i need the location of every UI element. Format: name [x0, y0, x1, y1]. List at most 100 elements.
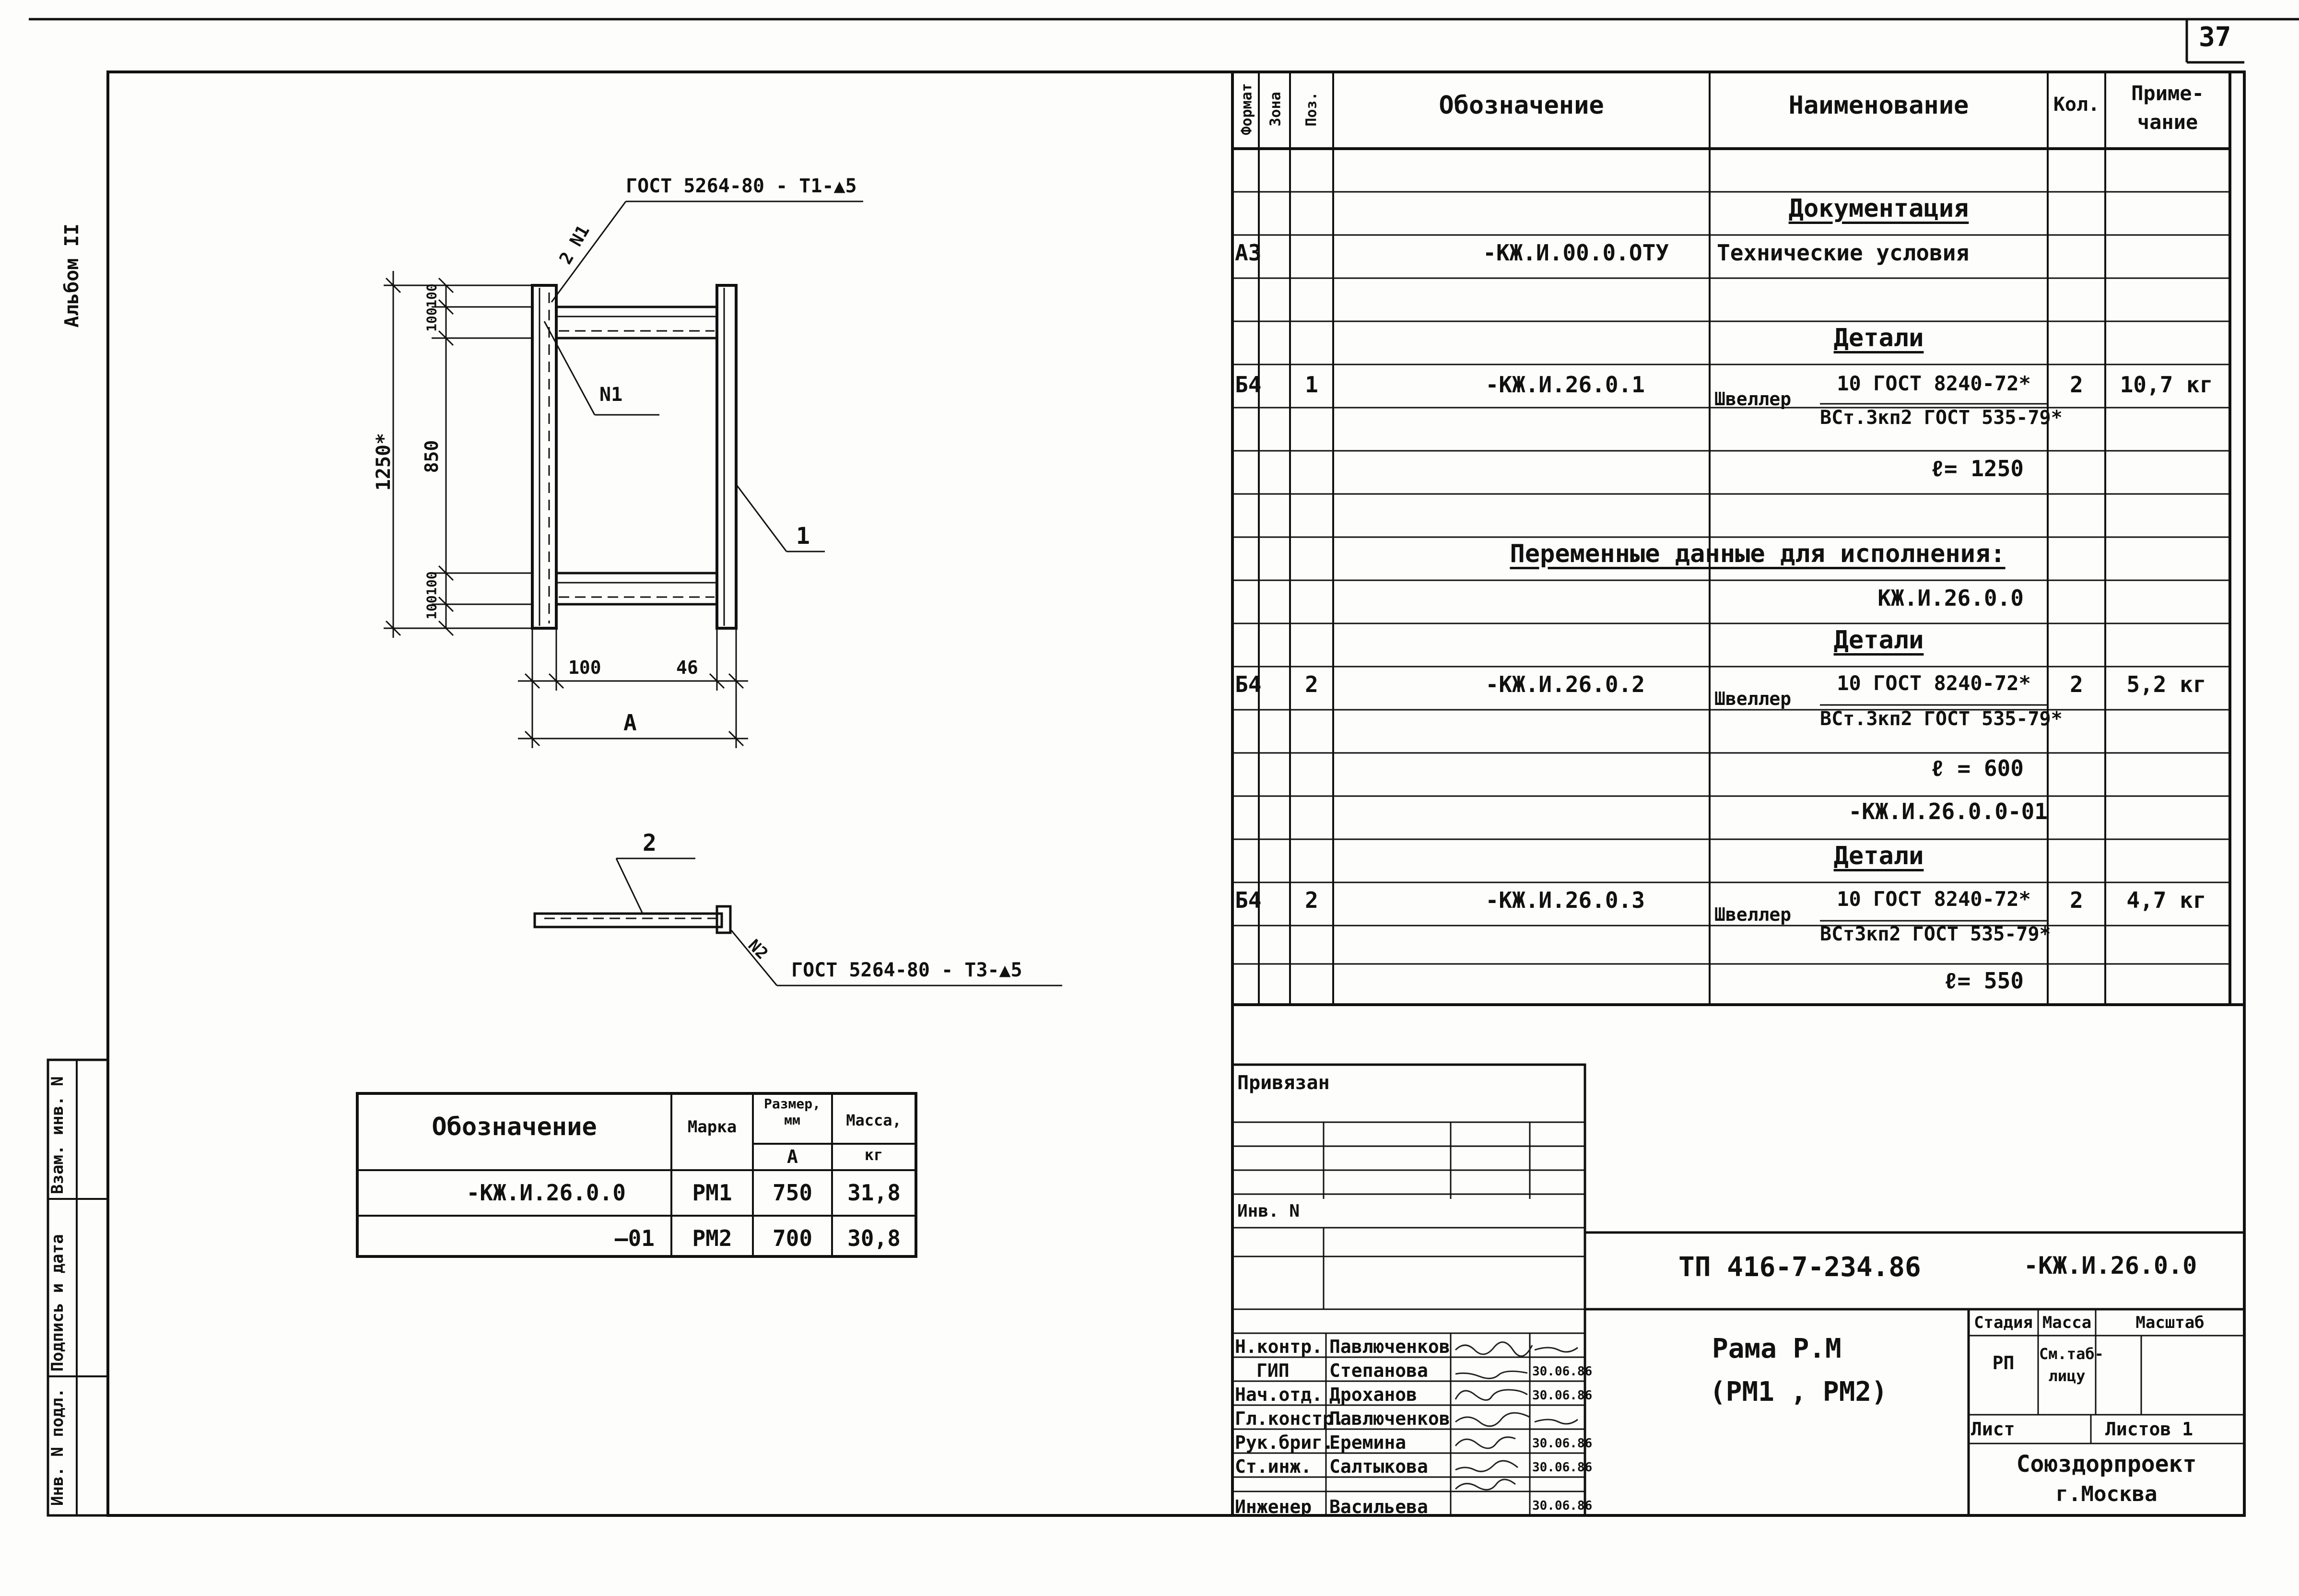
- tb-masshtab-label: Масштаб: [2135, 1313, 2205, 1332]
- spec-r1-poz: 1: [1305, 372, 1318, 398]
- spec-r2-format: Б4: [1235, 671, 1262, 697]
- tb-massa-label: Масса: [2042, 1313, 2092, 1332]
- tb-name-nach-otd: Дроханов: [1329, 1384, 1418, 1405]
- vt-row1-a: 750: [772, 1180, 813, 1206]
- dim-A: А: [623, 710, 637, 736]
- tb-stadiya-label: Стадия: [1974, 1313, 2033, 1332]
- tb-name-n-kontr: Павлюченков: [1329, 1336, 1450, 1357]
- tb-list-label: Лист: [1971, 1419, 2015, 1440]
- tb-doc: -КЖ.И.26.0.0: [2024, 1252, 2197, 1279]
- weld-mid-mark: N1: [599, 384, 623, 406]
- tb-role-gl-konstr: Гл.констр.: [1235, 1408, 1345, 1429]
- stamp-podpis-label: Подпись и дата: [48, 1234, 67, 1372]
- vt-header-razmer: Размер, мм: [763, 1096, 821, 1128]
- tb-title-2: (РМ1 , РМ2): [1710, 1376, 1888, 1408]
- tb-date-st-inzh: 30.06.86: [1532, 1460, 1593, 1475]
- vt-row1-marka: РМ1: [692, 1180, 732, 1206]
- vt-header-massa: Масса, кг: [846, 1111, 902, 1164]
- tb-title-1: Рама Р.М: [1712, 1333, 1842, 1364]
- spec-header-naim: Наименование: [1788, 91, 1969, 120]
- tb-role-st-inzh: Ст.инж.: [1235, 1456, 1312, 1477]
- spec-section-details-3: Детали: [1833, 842, 1924, 870]
- spec-header-kol: Кол.: [2053, 94, 2100, 116]
- spec-r3-length: ℓ= 550: [1944, 968, 2024, 994]
- vt-row1-massa: 31,8: [847, 1180, 901, 1206]
- tb-code: ТП 416-7-234.86: [1678, 1252, 1921, 1283]
- weld-bottom-label: ГОСТ 5264-80 - Т3-▲5: [791, 959, 1022, 981]
- spec-doc-naim: Технические условия: [1717, 240, 1970, 266]
- spec-section-details-1: Детали: [1833, 324, 1924, 352]
- spec-header-prim: Приме-чание: [2131, 82, 2204, 134]
- spec-r1-oboz: -КЖ.И.26.0.1: [1485, 372, 1645, 398]
- spec-header-oboz: Обозначение: [1439, 91, 1604, 120]
- spec-r2-name: Швеллер: [1714, 688, 1792, 709]
- spec-r3-format: Б4: [1235, 887, 1262, 913]
- vt-row2-oboz: —01: [614, 1225, 655, 1251]
- spec-r2-prim: 5,2 кг: [2126, 671, 2206, 697]
- spec-r2-oboz: -КЖ.И.26.0.2: [1485, 671, 1645, 697]
- tb-date-nach-otd: 30.06.86: [1532, 1388, 1593, 1403]
- stamp-inv-podl-label: Инв. N подл.: [48, 1388, 67, 1506]
- spec-r3-numerator: 10 ГОСТ 8240-72*: [1837, 887, 2031, 911]
- spec-r1-format: Б4: [1235, 372, 1262, 398]
- spec-r1-numerator: 10 ГОСТ 8240-72*: [1837, 372, 2031, 395]
- dim-100-top-b: 100: [423, 307, 440, 332]
- spec-section-details-2: Детали: [1833, 626, 1924, 655]
- spec-r1-name: Швеллер: [1714, 388, 1792, 410]
- tb-date-gip: 30.06.86: [1532, 1364, 1593, 1379]
- spec-doc-format: А3: [1235, 240, 1262, 266]
- spec-r3-denominator: ВСт3кп2 ГОСТ 535-79*: [1820, 923, 2051, 945]
- dim-46: 46: [676, 657, 698, 678]
- tb-name-st-inzh: Салтыкова: [1329, 1456, 1428, 1477]
- dim-850: 850: [421, 440, 442, 473]
- spec-var-1: КЖ.И.26.0.0: [1877, 585, 2024, 611]
- tb-org-name: Союздорпроект: [2016, 1451, 2197, 1478]
- spec-header-zona: Зона: [1267, 92, 1284, 127]
- part-2-label: 2: [643, 830, 657, 857]
- dim-total: 1250*: [373, 433, 395, 491]
- tb-privyazan: Привязан: [1237, 1072, 1330, 1094]
- spec-header-format: Формат: [1238, 83, 1255, 135]
- spec-r3-prim: 4,7 кг: [2126, 887, 2206, 913]
- spec-r2-length: ℓ = 600: [1931, 755, 2024, 781]
- tb-role-ruk-brig: Рук.бриг.: [1235, 1432, 1334, 1453]
- spec-r2-denominator: ВСт.3кп2 ГОСТ 535-79*: [1820, 708, 2063, 730]
- spec-r1-length: ℓ= 1250: [1931, 456, 2024, 481]
- vt-row2-a: 700: [772, 1225, 813, 1251]
- vt-header-marka: Марка: [687, 1117, 737, 1137]
- tb-date-ruk-brig: 30.06.86: [1532, 1436, 1593, 1451]
- spec-var-2: -КЖ.И.26.0.0-01: [1848, 798, 2048, 824]
- vt-row2-massa: 30,8: [847, 1225, 901, 1251]
- dim-100-horizontal: 100: [568, 657, 601, 678]
- tb-role-gip: ГИП: [1256, 1360, 1290, 1381]
- vt-row2-marka: РМ2: [692, 1225, 732, 1251]
- spec-r2-kol: 2: [2070, 671, 2083, 697]
- spec-r3-oboz: -КЖ.И.26.0.3: [1485, 887, 1645, 913]
- stamp-vzam-label: Взам. инв. N: [48, 1076, 67, 1194]
- tb-org-city: г.Москва: [2055, 1482, 2158, 1506]
- tb-role-nach-otd: Нач.отд.: [1235, 1384, 1323, 1405]
- vt-header-oboz: Обозначение: [432, 1113, 597, 1141]
- tb-stadiya-value: РП: [1992, 1352, 2015, 1373]
- part-1-label: 1: [796, 523, 810, 550]
- dim-100-bot-b: 100: [423, 595, 440, 620]
- spec-r3-name: Швеллер: [1714, 904, 1792, 925]
- spec-r3-kol: 2: [2070, 887, 2083, 913]
- spec-r1-kol: 2: [2070, 372, 2083, 398]
- spec-variable-header: Переменные данные для исполнения:: [1510, 540, 2006, 568]
- tb-name-gl-konstr: Павлюченков: [1329, 1408, 1450, 1429]
- tb-name-gip: Степанова: [1329, 1360, 1428, 1381]
- spec-r1-denominator: ВСт.3кп2 ГОСТ 535-79*: [1820, 407, 2063, 429]
- vt-row1-oboz: -КЖ.И.26.0.0: [466, 1180, 626, 1206]
- spec-r2-poz: 2: [1305, 671, 1318, 697]
- sheet-number: 37: [2199, 22, 2231, 53]
- tb-massa-value: См.таб-лицу: [2039, 1345, 2104, 1385]
- tb-listov-label: Листов 1: [2105, 1419, 2193, 1440]
- spec-section-documentation: Документация: [1788, 194, 1969, 223]
- spec-header-poz: Поз.: [1303, 92, 1320, 127]
- tb-name-ruk-brig: Еремина: [1329, 1432, 1407, 1453]
- spec-r2-numerator: 10 ГОСТ 8240-72*: [1837, 671, 2031, 695]
- spec-doc-oboz: -КЖ.И.00.0.ОТУ: [1483, 240, 1669, 266]
